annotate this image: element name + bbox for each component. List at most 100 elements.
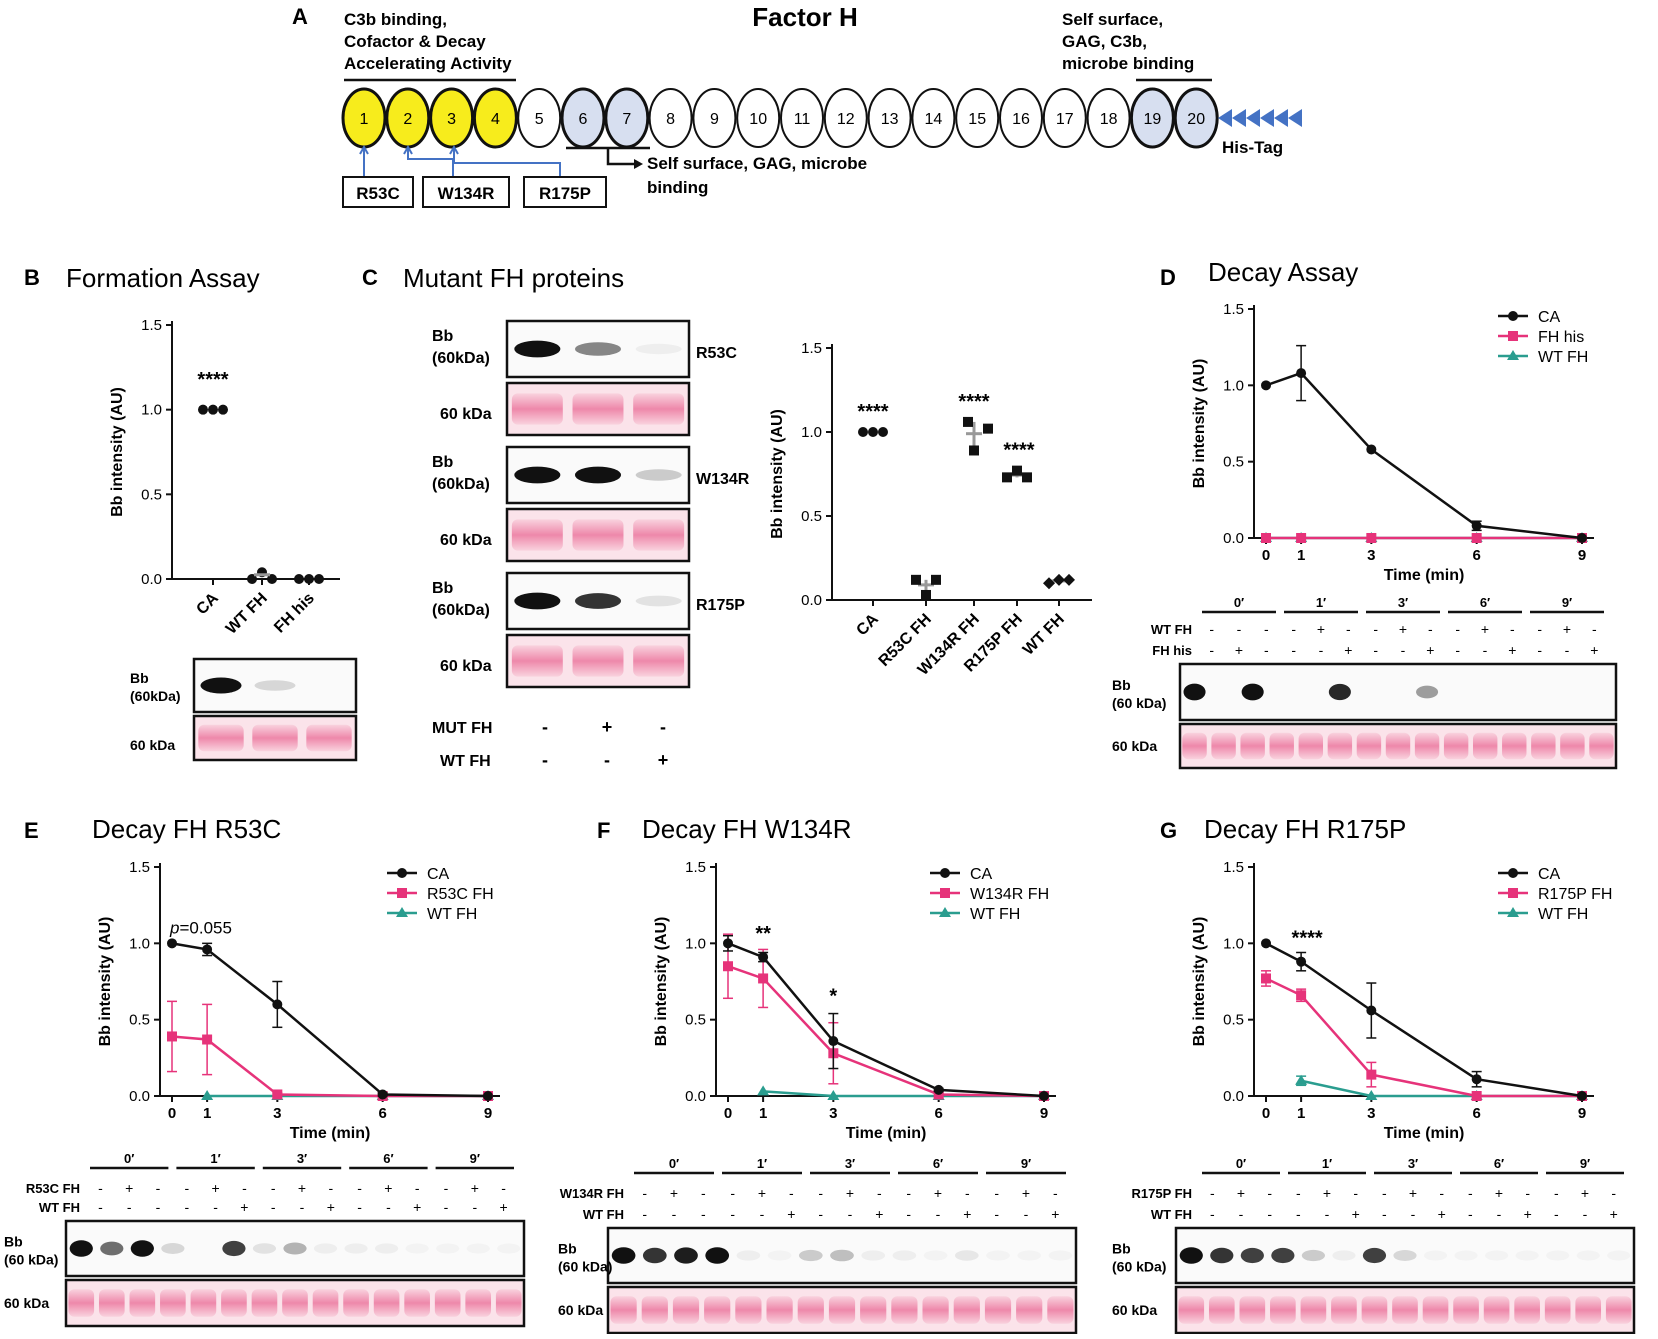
c-point <box>1063 573 1075 586</box>
panelF-row-b-sign: - <box>701 1206 706 1222</box>
panelE-bb-blot-band <box>222 1240 246 1257</box>
blot-b-bb-size: (60kDa) <box>130 688 181 704</box>
panelE-stain-lane <box>495 1289 522 1317</box>
panelF-time-label: 3′ <box>845 1156 855 1171</box>
panelE-point <box>377 1089 388 1100</box>
c-bb-blot-2-band <box>574 466 622 484</box>
panelE-legend-marker <box>397 888 407 898</box>
panelG-row-b-sign: - <box>1554 1206 1559 1222</box>
panelE-row-b-sign: - <box>127 1199 132 1215</box>
panelG-row-b-sign: + <box>1352 1206 1360 1222</box>
c-bb-blot-1-band <box>574 342 622 356</box>
b-sig: **** <box>197 369 228 391</box>
c-point <box>868 427 878 437</box>
c-sig: **** <box>1003 440 1034 462</box>
panelD-time-label: 9′ <box>1562 595 1572 610</box>
panelD-stain-lane <box>1182 732 1207 760</box>
panelF-row-a-sign: + <box>934 1185 942 1201</box>
panelD-stain-lane <box>1443 732 1469 760</box>
panelD-stain-lane <box>1240 732 1265 760</box>
mid-label-2: binding <box>647 178 708 197</box>
e-pvalue: p=0.055 <box>169 918 232 937</box>
panelF-point <box>723 961 733 972</box>
panelE-legend-label: CA <box>427 866 450 883</box>
panelD-row-b-sign: - <box>1291 642 1296 658</box>
c-bb-blot-2-band <box>635 469 682 481</box>
sccp-oval-19 <box>1129 87 1175 149</box>
panelF-bb-blot-band <box>768 1250 792 1260</box>
panelF-point <box>933 1084 944 1095</box>
panelF-bb-blot-band <box>986 1250 1010 1260</box>
c-wt-sign-3: + <box>658 750 669 770</box>
panelD-row-b-sign: - <box>1455 642 1460 658</box>
panelF-row-b-sign: + <box>963 1206 971 1222</box>
panel-a-right-header-2: GAG, C3b, <box>1062 32 1147 51</box>
panelF-stain-lane <box>766 1296 793 1324</box>
panelF-row-a-sign: + <box>670 1185 678 1201</box>
panelG-point <box>1471 1074 1482 1085</box>
panelE-y-tick-label: 1.0 <box>129 935 150 952</box>
mutation-box-r175p <box>523 176 607 208</box>
panelF-stain-lane <box>672 1296 700 1324</box>
b-point <box>208 404 218 415</box>
panelF-x-tick-label: 6 <box>934 1105 942 1122</box>
panelD-x-title: Time (min) <box>1384 567 1465 584</box>
panelG-bb-blot-band <box>1271 1247 1295 1264</box>
panelD-row-a-sign: - <box>1455 621 1460 637</box>
panelE-blot-bb-size: (60 kDa) <box>4 1252 58 1268</box>
c-point <box>878 427 888 437</box>
his-tag-triangle <box>1232 109 1246 127</box>
panelD-row-a-sign: - <box>1346 621 1351 637</box>
panelF-legend-label: CA <box>970 866 993 883</box>
panelF-time-label: 9′ <box>1021 1156 1031 1171</box>
panelE-x-tick-label: 1 <box>203 1105 211 1122</box>
panelE-legend-label: WT FH <box>427 906 477 923</box>
his-tag-triangle <box>1288 109 1302 127</box>
panelE-point <box>483 1091 493 1101</box>
panelF-blot-load: 60 kDa <box>558 1302 603 1318</box>
panelG-bb-blot-band <box>1332 1250 1356 1261</box>
b-bb-blot-band <box>200 677 242 694</box>
panelF-row-a-sign: + <box>1022 1185 1030 1201</box>
panelD-row-b-sign: - <box>1319 642 1324 658</box>
panelE-point <box>202 944 213 955</box>
b-y-tick-label: 1.5 <box>141 317 162 334</box>
panelD-stain-lane <box>1589 732 1614 760</box>
panel-a-title: Factor H <box>752 2 857 32</box>
panelD-row-b-sign: - <box>1264 642 1269 658</box>
panelF-point <box>828 1036 839 1047</box>
panel-b-title: Formation Assay <box>66 263 260 293</box>
panelD-row-b-sign: + <box>1426 642 1434 658</box>
panelG-time-label: 3′ <box>1408 1156 1418 1171</box>
panelG-row-b-sign: - <box>1468 1206 1473 1222</box>
panelF-x-tick-label: 9 <box>1040 1105 1048 1122</box>
panelG-stain-lane <box>1300 1296 1327 1324</box>
panelD-y-title: Bb intensity (AU) <box>1191 359 1208 489</box>
panelF-bb-blot-band <box>611 1247 636 1264</box>
b-x-tick-label: FH his <box>271 590 318 637</box>
his-tag-triangles <box>1218 109 1302 127</box>
panelF-stain-lane <box>704 1296 731 1324</box>
b-point <box>218 404 228 415</box>
sccp-label-14: 14 <box>925 111 943 128</box>
panel-e: E Decay FH R53C 0.00.51.01.5Bb intensity… <box>4 814 526 1328</box>
panelF-bb-blot-band <box>1049 1250 1073 1260</box>
panelD-point <box>1366 533 1377 543</box>
panelG-blot-load: 60 kDa <box>1112 1302 1157 1318</box>
panel-g-letter: G <box>1160 818 1177 843</box>
panelF-point <box>757 1085 770 1096</box>
sccp-oval-20 <box>1173 87 1219 149</box>
blot-b-load: 60 kDa <box>130 737 175 753</box>
c-y-title: Bb intensity (AU) <box>769 409 786 539</box>
panelD-point <box>1471 520 1482 531</box>
panelE-stain-lane <box>404 1289 430 1317</box>
panelE-bb-blot-band <box>436 1243 459 1253</box>
sccp-oval-17 <box>1042 88 1087 148</box>
c-y-tick-label: 1.0 <box>801 424 822 441</box>
b-point <box>304 574 314 584</box>
panelF-legend-marker <box>940 888 950 898</box>
panelD-stain-lane <box>1298 732 1324 760</box>
panelD-series-line <box>1265 371 1583 540</box>
